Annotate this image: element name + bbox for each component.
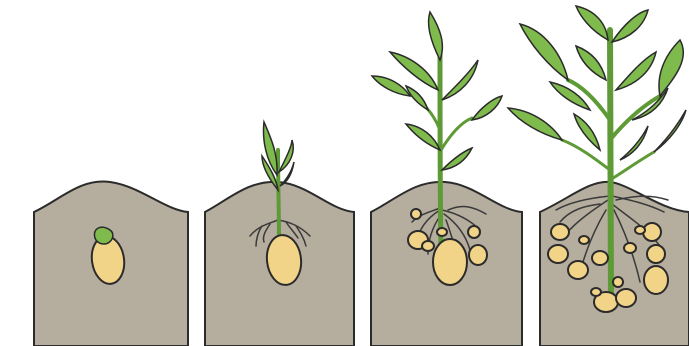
- tuber: [411, 209, 421, 219]
- leaf: [406, 124, 440, 150]
- tuber: [422, 241, 434, 251]
- branch: [562, 140, 610, 170]
- leaf: [620, 126, 648, 160]
- leaf: [520, 24, 568, 80]
- stage-1-seed: [34, 182, 188, 346]
- leaf: [576, 46, 606, 80]
- tuber: [579, 236, 589, 244]
- tuber: [647, 245, 665, 263]
- tuber: [592, 251, 608, 265]
- leaf: [574, 114, 600, 150]
- tuber: [624, 243, 636, 253]
- leaf: [550, 82, 590, 110]
- stage-2-sprout: [205, 122, 354, 346]
- leaf: [442, 148, 472, 170]
- stem: [278, 150, 279, 240]
- leaf: [576, 6, 608, 40]
- leaf: [279, 140, 293, 172]
- tuber: [568, 261, 588, 279]
- tuber: [469, 245, 487, 265]
- leaf: [472, 96, 502, 120]
- tuber: [613, 277, 623, 287]
- branch: [441, 118, 472, 150]
- tuber: [635, 226, 645, 234]
- tuber: [551, 224, 569, 240]
- leaf: [442, 60, 478, 100]
- stage-4-mature-plant: [508, 6, 689, 346]
- leaf: [406, 86, 428, 110]
- leaf: [616, 52, 656, 90]
- leaf: [654, 110, 686, 152]
- tuber: [591, 288, 601, 296]
- tuber: [644, 266, 668, 294]
- leaf: [508, 108, 562, 140]
- leaf: [372, 76, 410, 96]
- stem: [610, 30, 611, 300]
- leaf: [612, 10, 648, 42]
- seed-sprout-bud: [94, 227, 112, 244]
- stage-3-young-plant: [371, 12, 522, 346]
- branch: [610, 152, 654, 180]
- leaf: [428, 12, 442, 60]
- tuber: [616, 289, 636, 307]
- tuber: [643, 223, 661, 241]
- tuber: [548, 245, 568, 263]
- tuber: [433, 239, 467, 285]
- tuber: [437, 228, 447, 236]
- leaf: [659, 40, 683, 96]
- tuber: [468, 226, 480, 238]
